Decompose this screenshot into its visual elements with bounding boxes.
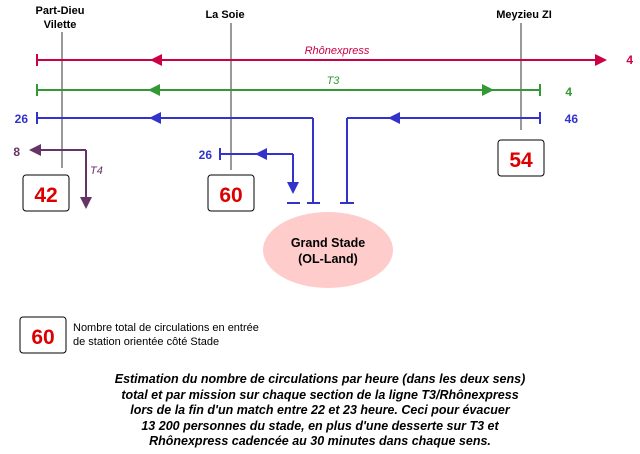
caption-line-1: Estimation du nombre de circulations par… (114, 372, 526, 386)
t3-label: T3 (327, 75, 341, 87)
t3-line (36, 84, 541, 96)
box-meyzieu-value: 54 (509, 149, 533, 172)
t4-line (29, 144, 92, 209)
t3-arrow-left-icon (148, 84, 160, 96)
t4-value: 8 (13, 145, 20, 159)
grand-stade: Grand Stade (OL-Land) (263, 212, 393, 288)
t3-stadium-right-line (340, 112, 541, 204)
grand-stade-subtitle: (OL-Land) (298, 252, 358, 266)
t4-arrow-left-icon (29, 144, 41, 156)
caption-line-4: 13 200 personnes du stade, en plus d'une… (141, 418, 499, 433)
t3-stadium-left-line (36, 112, 320, 204)
legend-value: 60 (31, 326, 54, 349)
rhonexpress-value: 4 (626, 53, 633, 67)
box-part-dieu-value: 42 (34, 184, 57, 207)
station-label-vilette: Vilette (44, 19, 77, 31)
rhonexpress-arrow-right-icon (595, 54, 607, 66)
legend-text-line1: Nombre total de circulations en entrée (73, 322, 259, 334)
t3-stadium-right-arrow-icon (388, 112, 400, 124)
caption-line-5: Rhônexpress cadencée au 30 minutes dans … (149, 434, 491, 448)
t3-stadium-left-arrow-icon (149, 112, 161, 124)
legend: 60 Nombre total de circulations en entré… (19, 316, 259, 354)
rhonexpress-line (36, 54, 607, 66)
station-label-la-soie: La Soie (205, 9, 244, 21)
la-soie-branch-value: 26 (199, 148, 213, 162)
legend-text-line2: de station orientée côté Stade (73, 336, 219, 348)
la-soie-branch-arrow-left-icon (255, 148, 267, 160)
diagram-caption: Estimation du nombre de circulations par… (60, 372, 580, 450)
la-soie-branch-arrow-down-icon (287, 182, 299, 194)
t3-stadium-left-value: 26 (15, 112, 29, 126)
rhonexpress-arrow-left-icon (150, 54, 162, 66)
station-label-part-dieu: Part-Dieu (36, 5, 85, 17)
box-la-soie-value: 60 (219, 184, 242, 207)
box-part-dieu: 42 (22, 174, 70, 212)
caption-line-2: total et par mission sur chaque section … (121, 387, 519, 402)
la-soie-branch-line (219, 148, 300, 204)
box-meyzieu: 54 (497, 139, 545, 177)
t3-stadium-right-value: 46 (565, 112, 579, 126)
grand-stade-name: Grand Stade (291, 236, 365, 250)
t4-arrow-down-icon (80, 197, 92, 209)
t3-value: 4 (565, 85, 572, 99)
box-la-soie: 60 (207, 174, 255, 212)
t4-label: T4 (90, 165, 103, 177)
station-label-meyzieu: Meyzieu ZI (496, 9, 552, 21)
caption-line-3: lors de la fin d'un match entre 22 et 23… (130, 403, 510, 417)
rhonexpress-label: Rhônexpress (305, 45, 370, 57)
t3-arrow-right-icon (482, 84, 494, 96)
